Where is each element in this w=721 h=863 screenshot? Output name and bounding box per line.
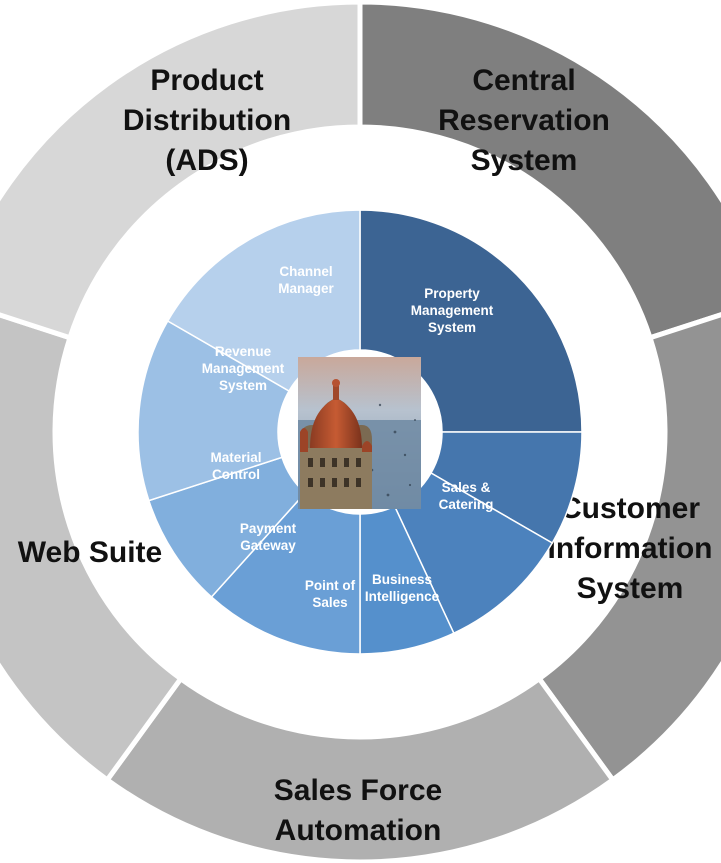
inner-label-material-control-line: Material [210, 450, 261, 465]
inner-label-channel-manager-line: Manager [278, 281, 334, 296]
inner-label-property-management-system-line: System [428, 320, 476, 335]
outer-label-product-distribution-line: Product [150, 64, 263, 97]
inner-label-payment-gateway-line: Payment [240, 521, 297, 536]
inner-label-business-intelligence-line: Intelligence [365, 589, 440, 604]
inner-label-point-of-sales: Point of Sales [305, 578, 356, 610]
outer-label-central-reservation-system-line: Central [472, 64, 575, 97]
outer-label-customer-information-system-line: Customer [560, 492, 700, 525]
inner-ring [137, 209, 583, 655]
inner-label-sales-and-catering-line: Sales & [442, 480, 491, 495]
inner-label-point-of-sales-line: Sales [312, 595, 347, 610]
hotel-dome-photo-icon [298, 357, 421, 509]
outer-label-customer-information-system-line: System [577, 572, 684, 605]
outer-segment-web-suite [0, 312, 185, 784]
inner-label-payment-gateway-line: Gateway [240, 538, 296, 553]
outer-label-web-suite-line: Web Suite [18, 536, 162, 569]
outer-label-central-reservation-system-line: System [471, 144, 578, 177]
outer-segment-sales-force-automation [103, 675, 617, 863]
inner-segment-revenue-management-system [137, 319, 291, 502]
inner-label-revenue-management-system-line: Management [202, 361, 285, 376]
inner-label-property-management-system-line: Management [411, 303, 494, 318]
outer-label-sales-force-automation-line: Sales Force [274, 774, 442, 807]
outer-label-sales-force-automation-line: Automation [275, 814, 442, 847]
inner-label-property-management-system-line: Property [424, 286, 480, 301]
inner-label-point-of-sales-line: Point of [305, 578, 356, 593]
inner-label-revenue-management-system-line: Revenue [215, 344, 272, 359]
inner-label-revenue-management-system-line: System [219, 378, 267, 393]
outer-segment-central-reservation-system [357, 0, 721, 341]
outer-label-central-reservation-system-line: Reservation [438, 104, 610, 137]
inner-label-business-intelligence-line: Business [372, 572, 432, 587]
inner-label-sales-and-catering-line: Catering [439, 497, 494, 512]
inner-label-sales-and-catering: Sales & Catering [439, 480, 494, 512]
outer-label-web-suite: Web Suite [18, 536, 162, 569]
outer-label-product-distribution-line: Distribution [123, 104, 291, 137]
outer-label-product-distribution-line: (ADS) [165, 144, 248, 177]
inner-label-channel-manager-line: Channel [279, 264, 332, 279]
inner-label-material-control-line: Control [212, 467, 260, 482]
inner-segment-payment-gateway [210, 491, 361, 655]
outer-segment-product-distribution [0, 0, 363, 341]
outer-segment-customer-information-system [535, 312, 721, 784]
outer-label-customer-information-system-line: Information [548, 532, 713, 565]
